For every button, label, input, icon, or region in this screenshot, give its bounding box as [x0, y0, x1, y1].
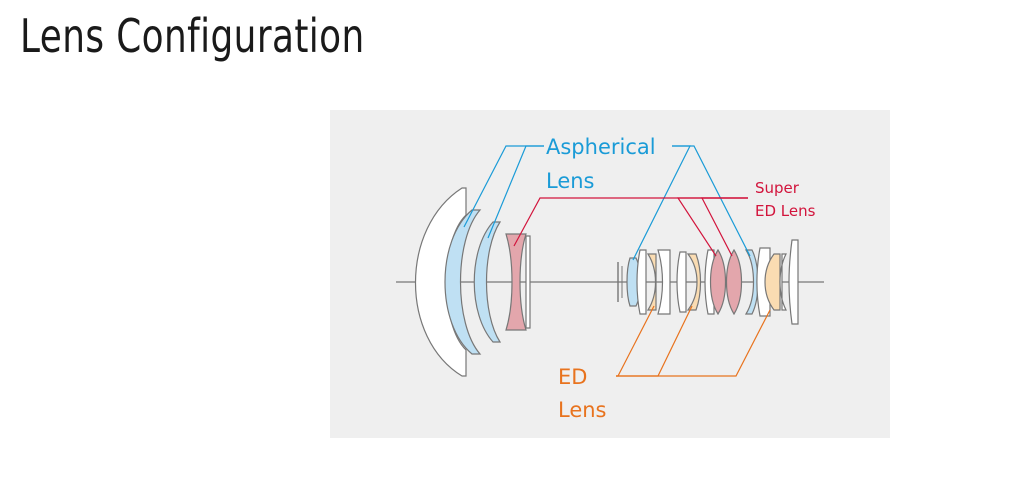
ed-leaders [616, 305, 771, 377]
page-title: Lens Configuration [20, 9, 365, 63]
lens-element-2-aspherical [444, 209, 482, 355]
lens-element-13-super-ed [709, 248, 727, 316]
super-ed-label-line2: ED Lens [755, 202, 816, 220]
lens-element-9 [657, 249, 671, 315]
lens-element-18 [779, 253, 787, 311]
ed-label-line2: Lens [558, 398, 607, 422]
lens-element-8-ed [646, 253, 657, 311]
lens-element-7 [636, 249, 647, 315]
lens-diagram: Aspherical Lens Super ED Lens ED Lens [330, 110, 890, 438]
lens-element-5 [525, 235, 531, 329]
aspherical-label-line2: Lens [546, 169, 595, 193]
lens-element-4-super-ed [505, 233, 527, 331]
lens-element-14-super-ed [725, 248, 743, 316]
ed-label-line1: ED [558, 365, 587, 389]
lens-element-10 [676, 251, 687, 313]
super-ed-leaders [513, 197, 748, 257]
aspherical-label-line1: Aspherical [546, 135, 656, 159]
lens-diagram-svg: Aspherical Lens Super ED Lens ED Lens [396, 135, 824, 422]
lens-element-17-ed [764, 253, 781, 311]
aspherical-leaders [463, 145, 751, 261]
lens-element-15-aspherical [744, 249, 759, 315]
lens-element-19 [788, 239, 799, 325]
lens-element-11-ed [686, 253, 702, 311]
super-ed-label-line1: Super [755, 179, 800, 197]
lens-element-3-aspherical [473, 221, 502, 343]
